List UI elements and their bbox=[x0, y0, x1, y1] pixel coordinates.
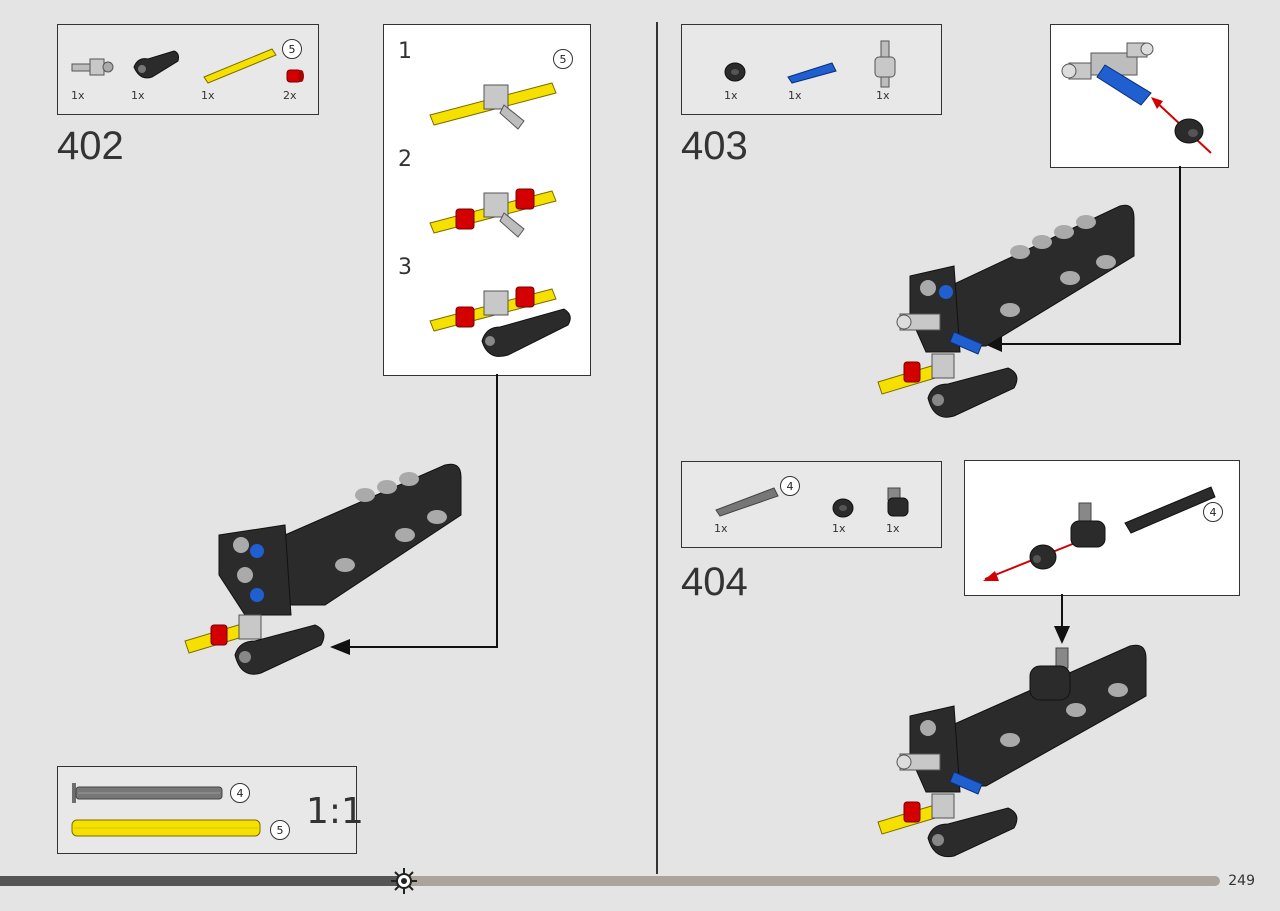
progress-bar-remaining bbox=[400, 876, 1220, 886]
gray-axle-scale-icon bbox=[72, 783, 223, 803]
detail-404-model bbox=[983, 486, 1216, 581]
substep-1-model bbox=[429, 82, 557, 130]
step-number-402: 402 bbox=[57, 124, 124, 168]
substep-3-model bbox=[429, 286, 571, 357]
callout-length: 5 bbox=[282, 39, 302, 59]
qty-black-bush: 1x bbox=[724, 89, 738, 102]
subassembly-box: 1 2 3 5 bbox=[383, 24, 591, 376]
progress-bar-done bbox=[0, 876, 400, 886]
qty-blue-pin: 1x bbox=[788, 89, 802, 102]
callout-arrow-404 bbox=[1054, 594, 1070, 644]
callout-length-4: 4 bbox=[780, 476, 800, 496]
scale-callout-5: 5 bbox=[270, 820, 290, 840]
qty-gray-connector: 1x bbox=[876, 89, 890, 102]
qty-black-bush: 1x bbox=[832, 522, 846, 535]
step-number-403: 403 bbox=[681, 124, 748, 168]
scale-callout-4: 4 bbox=[230, 783, 250, 803]
substep-3: 3 bbox=[398, 255, 412, 280]
qty-gray-axle: 1x bbox=[714, 522, 728, 535]
sun-logo-icon bbox=[391, 868, 417, 894]
parts-list-402: 1x 1x 1x 2x 5 bbox=[57, 24, 319, 115]
model-403 bbox=[877, 204, 1135, 418]
curved-panel-icon bbox=[133, 50, 179, 79]
parts-list-403: 1x 1x 1x bbox=[681, 24, 942, 115]
substep-2-model bbox=[429, 188, 557, 238]
page-number: 249 bbox=[1228, 873, 1255, 889]
red-bush-icon bbox=[286, 69, 304, 83]
qty-red-bush: 2x bbox=[283, 89, 297, 102]
scale-ratio: 1:1 bbox=[306, 791, 364, 832]
callout-arrow-403 bbox=[984, 166, 1181, 352]
qty-black-connector: 1x bbox=[886, 522, 900, 535]
black-bush-icon bbox=[832, 498, 854, 518]
qty-yellow-axle: 1x bbox=[201, 89, 215, 102]
yellow-axle-icon bbox=[203, 48, 277, 84]
model-404 bbox=[877, 644, 1147, 858]
substep-1: 1 bbox=[398, 39, 412, 64]
axle-connector-icon bbox=[71, 58, 114, 76]
detail-box-404: 4 bbox=[964, 460, 1240, 596]
parts-list-404: 4 1x 1x 1x bbox=[681, 461, 942, 548]
gray-axle-icon bbox=[715, 487, 779, 517]
page-divider bbox=[656, 22, 658, 874]
detail-403-model bbox=[1061, 42, 1212, 154]
callout-arrow-402 bbox=[330, 374, 498, 655]
substep-callout: 5 bbox=[553, 49, 573, 69]
detail-callout-4: 4 bbox=[1203, 502, 1223, 522]
black-connector-icon bbox=[887, 487, 909, 517]
yellow-axle-scale-icon bbox=[71, 819, 261, 837]
substep-2: 2 bbox=[398, 147, 412, 172]
qty-axle-connector: 1x bbox=[71, 89, 85, 102]
step-number-404: 404 bbox=[681, 560, 748, 604]
blue-pin-icon bbox=[787, 62, 837, 84]
gray-connector-icon bbox=[874, 40, 896, 88]
black-bush-icon bbox=[724, 62, 746, 82]
detail-box-403 bbox=[1050, 24, 1229, 168]
scale-box: 4 5 1:1 bbox=[57, 766, 364, 854]
model-402 bbox=[184, 463, 462, 675]
qty-curved-panel: 1x bbox=[131, 89, 145, 102]
